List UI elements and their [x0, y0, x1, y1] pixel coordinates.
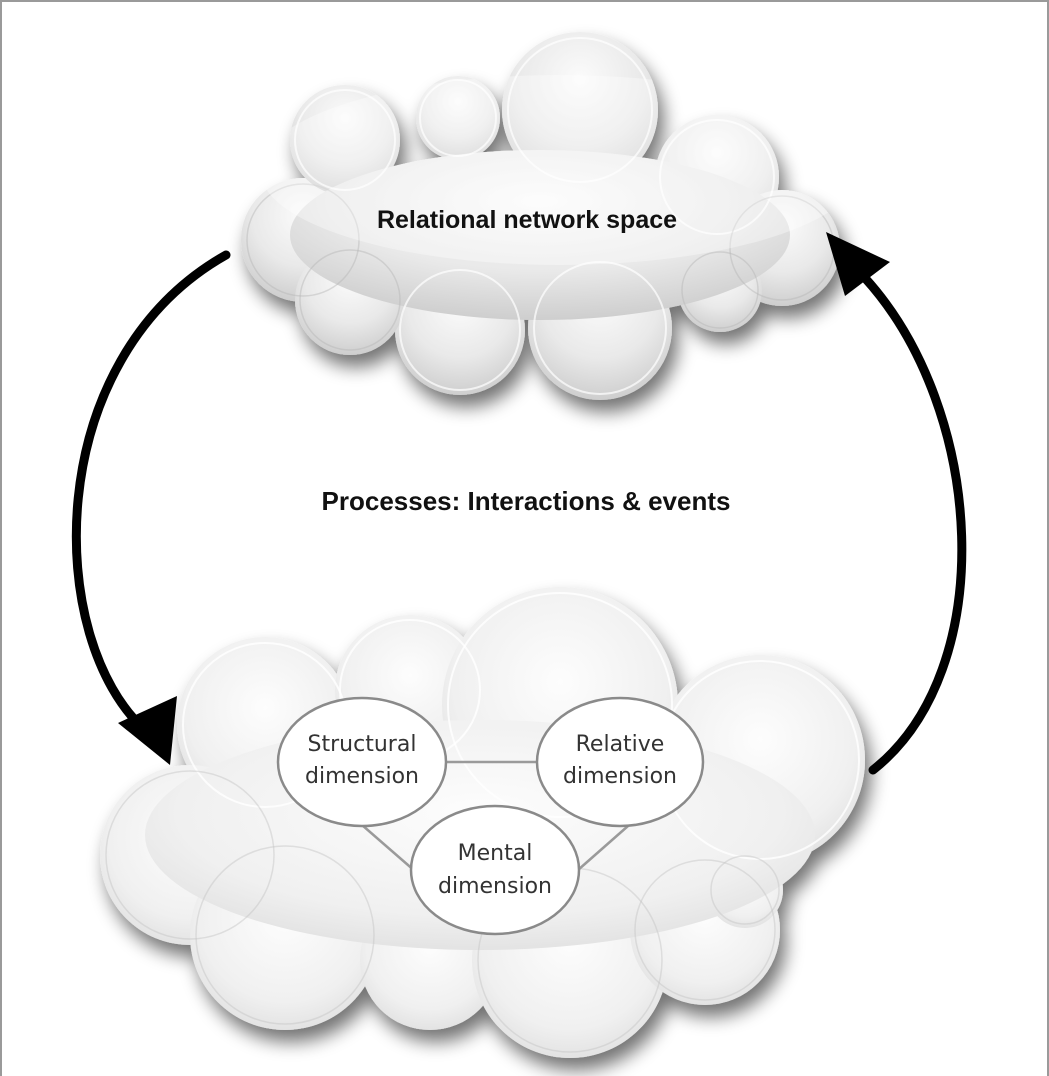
processes-label: Processes: Interactions & events	[322, 486, 731, 516]
dimension-connectors	[361, 760, 629, 873]
left-cycle-arrow	[71, 250, 231, 765]
relative-dimension-line1: Relative	[576, 732, 665, 757]
left-arrowhead	[118, 696, 177, 765]
right-arrowhead	[826, 232, 890, 296]
mental-dimension-line1: Mental	[458, 841, 533, 866]
structural-dimension-line2: dimension	[305, 764, 419, 789]
top-cloud	[241, 32, 840, 400]
mental-dimension-node: Mental dimension	[409, 804, 581, 936]
relative-dimension-line2: dimension	[563, 764, 677, 789]
mental-dimension-line2: dimension	[438, 874, 552, 899]
relative-dimension-node: Relative dimension	[535, 696, 705, 828]
structural-dimension-line1: Structural	[308, 732, 417, 757]
right-cycle-arrow	[826, 232, 967, 775]
relational-network-space-label: Relational network space	[377, 206, 677, 234]
structural-dimension-node: Structural dimension	[276, 696, 448, 828]
